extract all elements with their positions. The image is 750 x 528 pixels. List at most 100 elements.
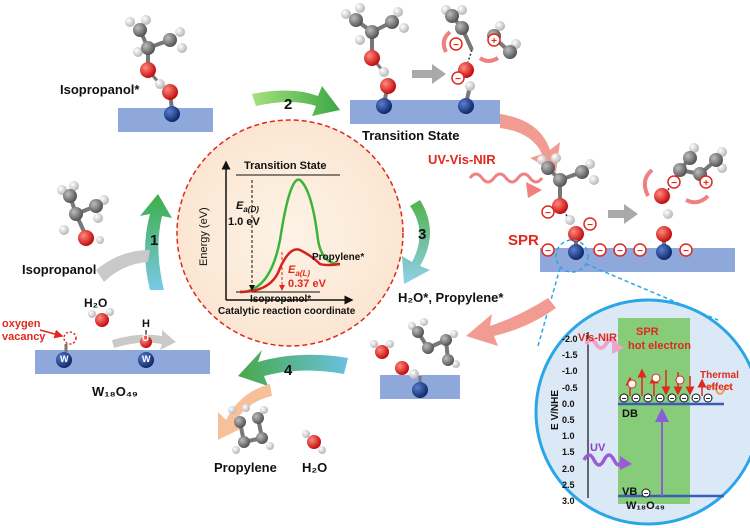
label-o-atom: O <box>142 333 150 343</box>
band-electrons: − − − − − − − − − <box>619 373 713 498</box>
molecule-propylene <box>228 404 274 454</box>
label-uv-vis-nir: UV-Vis-NIR <box>428 152 496 167</box>
ea-dark-symbol: Ea(D) <box>236 200 259 215</box>
molecule-isopropanol-free <box>57 181 109 246</box>
svg-text:−: − <box>671 178 677 189</box>
svg-text:+: + <box>491 36 497 47</box>
band-y-label: E V/NHE <box>550 389 561 430</box>
svg-text:−: − <box>706 394 711 403</box>
label-products-adsorbed: H₂O*, Propylene* <box>398 290 504 305</box>
band-thermal-label: Thermal <box>700 370 739 381</box>
svg-text:−: − <box>634 394 639 403</box>
molecule-water-bottom <box>302 430 326 454</box>
step-3-number: 3 <box>418 226 427 243</box>
spr-electrons: − − − − − <box>541 243 693 257</box>
band-tick-label: 2.0 <box>562 463 575 474</box>
arrow-step-4 <box>238 350 348 386</box>
zoom-circle-small <box>555 239 589 273</box>
band-spr-label: SPR <box>636 326 659 338</box>
arrow-step-1 <box>140 194 172 290</box>
band-tick-label: 2.5 <box>562 479 575 490</box>
arrow-gray-top <box>412 64 446 84</box>
label-transition-state: Transition State <box>362 128 460 143</box>
svg-text:−: − <box>694 394 699 403</box>
light-wave-spr-head <box>526 182 542 198</box>
svg-text:−: − <box>658 394 663 403</box>
energy-end-label: Propylene* <box>312 252 365 263</box>
band-vb-label: VB <box>622 486 638 498</box>
band-db-label: DB <box>622 408 638 420</box>
energy-x-label: Catalytic reaction coordinate <box>218 306 356 317</box>
molecule-spr-right: − + <box>642 143 727 260</box>
band-tick-label: 1.0 <box>562 431 575 442</box>
label-isopropanol: Isopropanol <box>22 262 97 277</box>
ea-dark-value: 1.0 eV <box>228 216 260 228</box>
svg-text:−: − <box>682 394 687 403</box>
label-oxygen-vacancy: oxygen vacancy <box>2 318 46 343</box>
ea-light-value: 0.37 eV <box>288 278 326 290</box>
molecule-spr-left: − − <box>537 153 599 260</box>
band-hot-electron-label: hot electron <box>628 340 691 352</box>
vis-nir-wave-head <box>612 340 624 354</box>
molecule-transition-state: − + − <box>441 5 521 114</box>
arrow-gray-left <box>96 250 150 282</box>
thermal-wave <box>707 385 733 395</box>
svg-text:−: − <box>670 394 675 403</box>
uv-wave-head <box>620 456 632 470</box>
step-2-number: 2 <box>284 96 293 113</box>
svg-text:−: − <box>587 220 593 231</box>
substrate-top-middle <box>350 100 500 124</box>
arrow-step-2 <box>252 86 340 116</box>
band-tick-label: -1.5 <box>562 350 578 361</box>
energy-start-label: Isopropanol* <box>250 294 312 305</box>
ea-light-symbol: Ea(L) <box>288 264 311 279</box>
w18o49-surface <box>39 308 176 368</box>
label-water-top: H₂O <box>84 296 108 310</box>
band-effect-label: effect <box>706 382 733 393</box>
band-tick-label: 1.5 <box>562 447 575 458</box>
svg-text:−: − <box>617 246 623 257</box>
label-w-atom-right: W <box>142 354 151 364</box>
label-w18o49: W₁₈O₄₉ <box>92 384 138 399</box>
band-green-column <box>618 318 690 504</box>
label-propylene: Propylene <box>214 460 277 475</box>
svg-text:−: − <box>545 246 551 257</box>
arrow-release <box>218 384 272 440</box>
band-tick-label: -0.5 <box>562 382 578 393</box>
label-water-bottom: H₂O <box>302 460 328 475</box>
band-tick-label: -2.0 <box>562 334 578 344</box>
svg-text:+: + <box>703 178 709 189</box>
band-tick-label: 0.0 <box>562 398 575 409</box>
arrow-gray-spr <box>608 204 638 224</box>
arrow-step-3 <box>402 200 430 284</box>
label-h-atom: H <box>142 318 150 330</box>
svg-text:−: − <box>646 394 651 403</box>
svg-text:−: − <box>683 246 689 257</box>
step-4-number: 4 <box>284 362 293 379</box>
svg-text:−: − <box>453 40 459 51</box>
svg-text:−: − <box>455 74 461 85</box>
step-1-number: 1 <box>150 232 159 249</box>
band-tick-label: 0.5 <box>562 415 575 425</box>
arrow-red-to-bottom <box>466 298 556 346</box>
band-tick-label: -1.0 <box>562 366 578 377</box>
molecule-isopropanol-adsorbed <box>125 15 187 122</box>
band-material-label: W₁₈O₄₉ <box>626 500 665 512</box>
energy-y-label: Energy (eV) <box>198 207 210 266</box>
svg-text:−: − <box>637 246 643 257</box>
energy-inset-circle <box>176 119 404 347</box>
band-uv-label: UV <box>590 442 606 454</box>
band-vis-nir-label: Vis-NIR <box>578 332 617 344</box>
band-tick-label: 3.0 <box>562 496 575 506</box>
svg-text:−: − <box>644 489 649 498</box>
label-w-atom-left: W <box>60 354 69 364</box>
light-reaction-curve <box>239 248 341 294</box>
vis-nir-wave <box>584 338 618 350</box>
svg-text:−: − <box>597 246 603 257</box>
molecule-products-adsorbed <box>370 318 460 398</box>
light-wave-spr <box>468 172 544 184</box>
label-spr: SPR <box>508 232 539 249</box>
dark-reaction-curve <box>239 178 341 294</box>
